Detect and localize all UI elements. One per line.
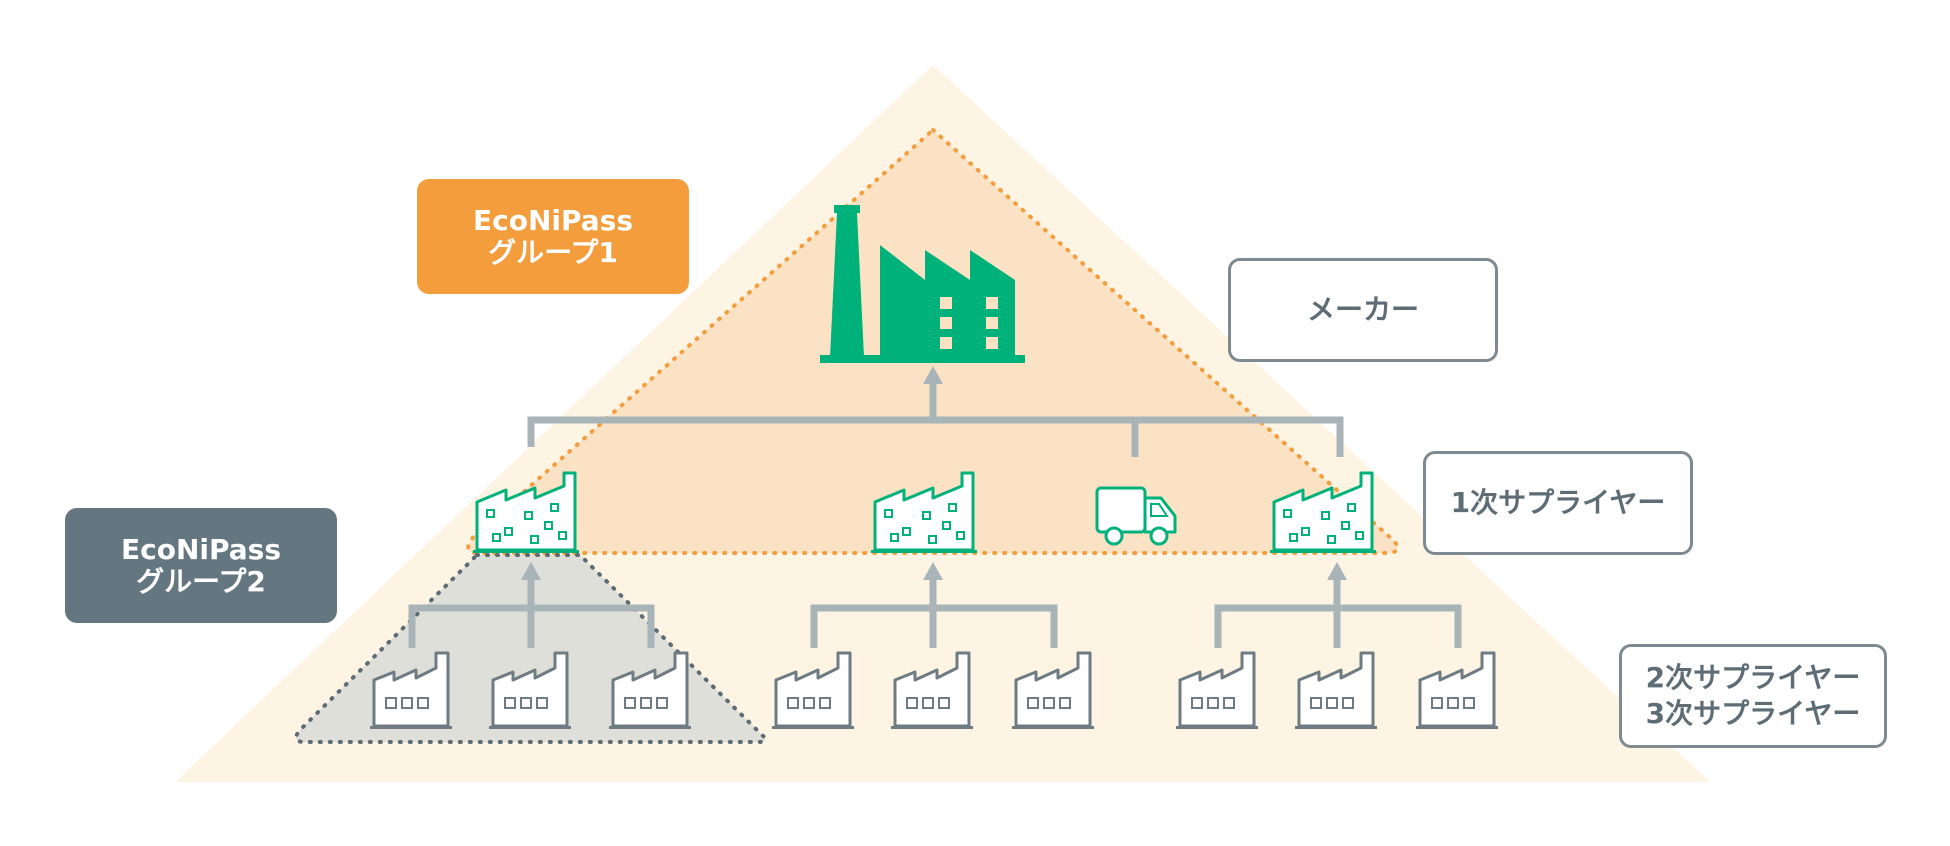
delivery-truck-icon xyxy=(1095,486,1177,546)
small-factory-icon xyxy=(772,651,854,729)
small-factory-icon xyxy=(1416,651,1498,729)
group2-subtitle: グループ2 xyxy=(136,564,266,598)
econipass-group1-callout: EcoNiPass グループ1 xyxy=(417,179,689,294)
level-label-tier1: 1次サプライヤー xyxy=(1423,451,1693,555)
small-factory-icon xyxy=(370,651,452,729)
group2-title: EcoNiPass xyxy=(121,532,281,566)
level-label-maker: メーカー xyxy=(1228,258,1498,362)
small-factory-icon xyxy=(609,651,691,729)
tier3-label: 3次サプライヤー xyxy=(1645,697,1861,730)
small-factory-icon xyxy=(891,651,973,729)
connector-arrowheads xyxy=(521,366,1347,580)
main-factory-icon xyxy=(820,205,1025,363)
small-factory-icon xyxy=(1012,651,1094,729)
tier2-suppliers xyxy=(370,651,1498,729)
tier1-suppliers xyxy=(473,471,1376,553)
factory-icon xyxy=(473,471,579,553)
factory-icon xyxy=(1270,471,1376,553)
level-label-tier2-tier3: 2次サプライヤー 3次サプライヤー xyxy=(1619,644,1887,748)
maker-label: メーカー xyxy=(1306,293,1419,326)
arrow-head-icon xyxy=(1327,562,1347,580)
arrow-head-icon xyxy=(521,562,541,580)
tier2-label: 2次サプライヤー xyxy=(1645,661,1861,694)
arrow-head-icon xyxy=(923,562,943,580)
factory-icon xyxy=(871,471,977,553)
small-factory-icon xyxy=(1295,651,1377,729)
connector-lines xyxy=(408,376,1462,648)
group1-title: EcoNiPass xyxy=(473,203,633,237)
small-factory-icon xyxy=(489,651,571,729)
group1-subtitle: グループ1 xyxy=(488,235,618,269)
econipass-group2-callout: EcoNiPass グループ2 xyxy=(65,508,337,623)
small-factory-icon xyxy=(1176,651,1258,729)
arrow-head-icon xyxy=(923,366,943,384)
tier1-label: 1次サプライヤー xyxy=(1450,486,1666,519)
